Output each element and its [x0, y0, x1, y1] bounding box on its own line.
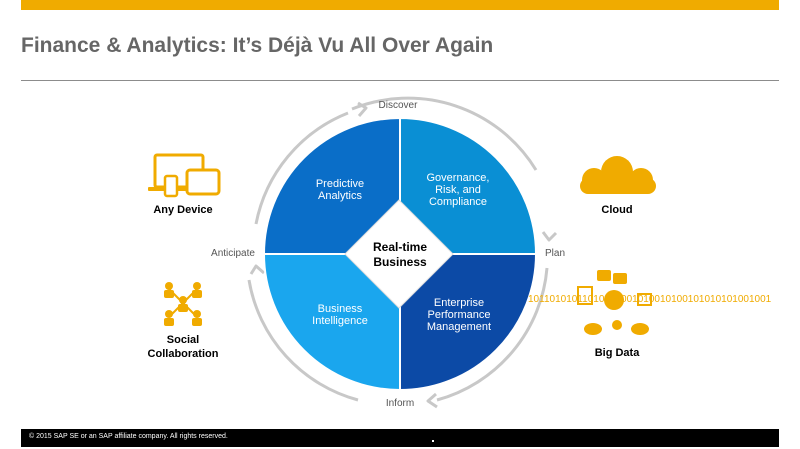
- segment-label-line: Enterprise: [433, 297, 485, 309]
- arc-discover-plan: [351, 96, 538, 171]
- segment-label-line: Compliance: [428, 196, 488, 208]
- cycle-arrows: [247, 96, 549, 402]
- arrowhead-plan: [541, 231, 558, 242]
- center-diamond: [344, 199, 454, 309]
- segment-label-line: Management: [426, 321, 492, 333]
- cloud-icon: [580, 156, 656, 194]
- caption-line: Collaboration: [147, 348, 219, 360]
- big-data-icon: [577, 270, 652, 335]
- cycle-label-plan: Plan: [544, 248, 565, 259]
- segment-label-line: Predictive: [315, 178, 365, 190]
- segment-label-line: Analytics: [317, 190, 363, 202]
- slide-title: Finance & Analytics: It’s Déjà Vu All Ov…: [21, 34, 494, 57]
- segment-label-line: Governance,: [426, 172, 490, 184]
- caption-line: Social: [166, 334, 200, 346]
- segment-business-intelligence: [262, 253, 401, 392]
- segment-label-bi: Business Intelligence: [300, 303, 380, 327]
- segment-label-grc: Governance, Risk, and Compliance: [414, 172, 502, 208]
- caption-cloud: Cloud: [601, 204, 633, 216]
- copyright-text: © 2015 SAP SE or an SAP affiliate compan…: [29, 433, 228, 440]
- arc-anticipate-discover: [254, 111, 349, 225]
- devices-icon: [148, 153, 221, 198]
- footer-dot: [432, 440, 434, 442]
- cycle-label-discover: Discover: [378, 100, 418, 111]
- segment-label-line: Business: [317, 303, 363, 315]
- caption-big-data: Big Data: [594, 347, 640, 359]
- segment-label-predictive: Predictive Analytics: [300, 178, 380, 202]
- footer-bar: © 2015 SAP SE or an SAP affiliate compan…: [21, 429, 779, 447]
- segment-label-line: Intelligence: [312, 315, 368, 327]
- arc-plan-inform: [436, 267, 549, 402]
- segment-label-epm: Enterprise Performance Management: [414, 297, 504, 333]
- cycle-arrowheads: [249, 101, 558, 409]
- cycle-label-anticipate: Anticipate: [211, 248, 255, 259]
- segment-label-line: Risk, and: [435, 184, 481, 196]
- social-network-icon: [164, 282, 202, 326]
- center-label-line: Business: [373, 255, 427, 269]
- arrowhead-anticipate: [249, 264, 265, 275]
- arc-inform-anticipate: [247, 279, 359, 402]
- caption-social-collaboration: Social Collaboration: [133, 333, 233, 361]
- center-label: Real-time Business: [355, 240, 445, 270]
- caption-any-device: Any Device: [153, 204, 213, 216]
- segment-grc: [399, 116, 538, 255]
- segment-label-line: Performance: [427, 309, 491, 321]
- big-data-binary-stream: 1011010101101010100101001010010101010100…: [528, 294, 772, 305]
- segment-predictive-analytics: [262, 116, 401, 255]
- center-label-line: Real-time: [372, 240, 428, 254]
- arrowhead-inform: [426, 392, 438, 409]
- cycle-label-inform: Inform: [385, 398, 415, 409]
- top-accent-bar: [21, 0, 779, 10]
- arrowhead-discover: [357, 101, 368, 117]
- segment-epm: [399, 253, 538, 392]
- title-divider: [21, 80, 779, 81]
